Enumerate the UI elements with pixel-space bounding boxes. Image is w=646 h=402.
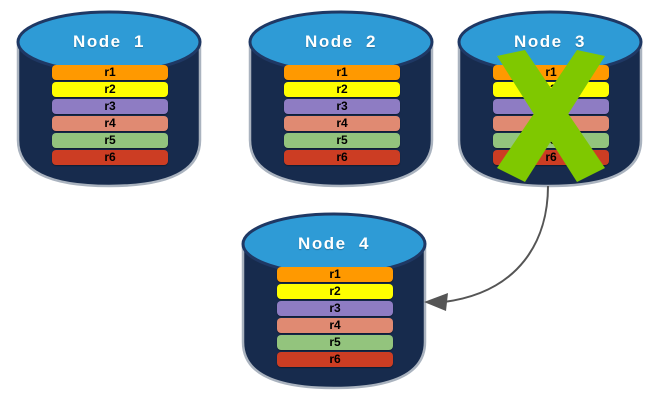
node-1[interactable]: Node 1 r1 r2 r3 r4 r5 r6 — [16, 8, 202, 188]
node-1-records: r1 r2 r3 r4 r5 r6 — [52, 65, 168, 165]
record-r4[interactable]: r4 — [493, 116, 609, 131]
node-4[interactable]: Node 4 r1 r2 r3 r4 r5 r6 — [241, 210, 427, 390]
record-r3[interactable]: r3 — [277, 301, 393, 316]
arrowhead-icon — [424, 293, 448, 311]
record-r5[interactable]: r5 — [52, 133, 168, 148]
record-r2[interactable]: r2 — [277, 284, 393, 299]
record-r3[interactable]: r3 — [284, 99, 400, 114]
record-r6[interactable]: r6 — [493, 150, 609, 165]
node-2[interactable]: Node 2 r1 r2 r3 r4 r5 r6 — [248, 8, 434, 188]
record-r6[interactable]: r6 — [277, 352, 393, 367]
record-r2[interactable]: r2 — [52, 82, 168, 97]
record-r1[interactable]: r1 — [493, 65, 609, 80]
node-3-records: r1 r2 r3 r4 r5 r6 — [493, 65, 609, 165]
record-r4[interactable]: r4 — [284, 116, 400, 131]
record-r1[interactable]: r1 — [277, 267, 393, 282]
node-2-records: r1 r2 r3 r4 r5 r6 — [284, 65, 400, 165]
record-r3[interactable]: r3 — [493, 99, 609, 114]
record-r6[interactable]: r6 — [284, 150, 400, 165]
record-r5[interactable]: r5 — [493, 133, 609, 148]
node-4-records: r1 r2 r3 r4 r5 r6 — [277, 267, 393, 367]
record-r6[interactable]: r6 — [52, 150, 168, 165]
record-r1[interactable]: r1 — [284, 65, 400, 80]
record-r5[interactable]: r5 — [277, 335, 393, 350]
record-r2[interactable]: r2 — [284, 82, 400, 97]
node-3[interactable]: Node 3 r1 r2 r3 r4 r5 r6 — [457, 8, 643, 188]
record-r5[interactable]: r5 — [284, 133, 400, 148]
record-r4[interactable]: r4 — [52, 116, 168, 131]
record-r4[interactable]: r4 — [277, 318, 393, 333]
record-r3[interactable]: r3 — [52, 99, 168, 114]
record-r2[interactable]: r2 — [493, 82, 609, 97]
record-r1[interactable]: r1 — [52, 65, 168, 80]
